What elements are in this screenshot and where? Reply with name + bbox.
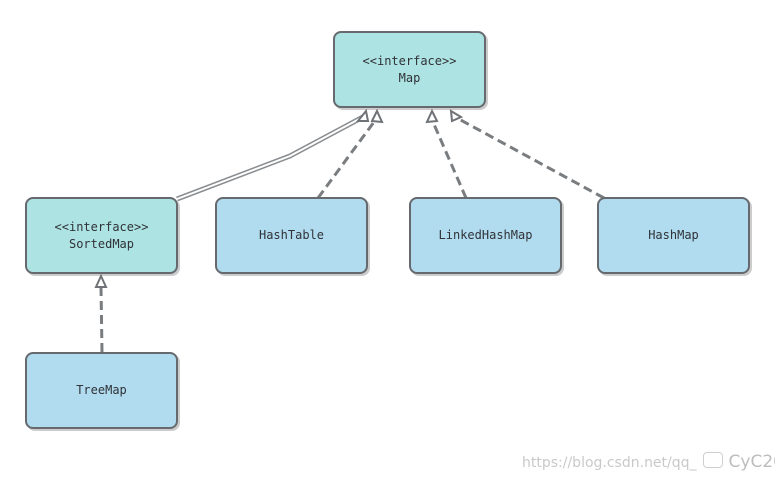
node-name: SortedMap (68, 236, 135, 251)
arrowhead (449, 109, 464, 123)
map-interface-node: <<interface>> Map (333, 31, 486, 108)
hashtable-class-node: HashTable (215, 197, 368, 274)
edge-treemap-sortedmap (99, 286, 104, 353)
treemap-class-node: TreeMap (25, 352, 178, 429)
sortedmap-interface-node: <<interface>> SortedMap (25, 197, 178, 274)
cat-logo-icon (702, 452, 723, 468)
arrowhead (370, 108, 384, 124)
node-name: HashMap (648, 228, 699, 242)
node-name: TreeMap (76, 383, 127, 397)
edge-hashmap-map (456, 116, 605, 200)
node-name: HashTable (258, 228, 325, 242)
watermark: https://blog.csdn.net/qq_ CyC2018 (522, 452, 775, 472)
edge-hashtable-map (316, 121, 376, 199)
stereotype-label: <<interface>> (362, 53, 457, 68)
arrowhead (355, 108, 370, 122)
watermark-url: https://blog.csdn.net/qq_ (522, 455, 697, 471)
arrowhead (94, 273, 108, 288)
watermark-brand: CyC2018 (728, 452, 775, 472)
node-name: LinkedHashMap (438, 228, 533, 242)
edge-sortedmap-map (176, 114, 365, 202)
hashmap-class-node: HashMap (597, 197, 750, 274)
linkedhashmap-class-node: LinkedHashMap (409, 197, 562, 274)
edge-linkedhashmap-map (431, 121, 468, 199)
stereotype-label: <<interface>> (54, 219, 149, 234)
node-name: Map (398, 70, 421, 85)
arrowhead (425, 108, 439, 124)
